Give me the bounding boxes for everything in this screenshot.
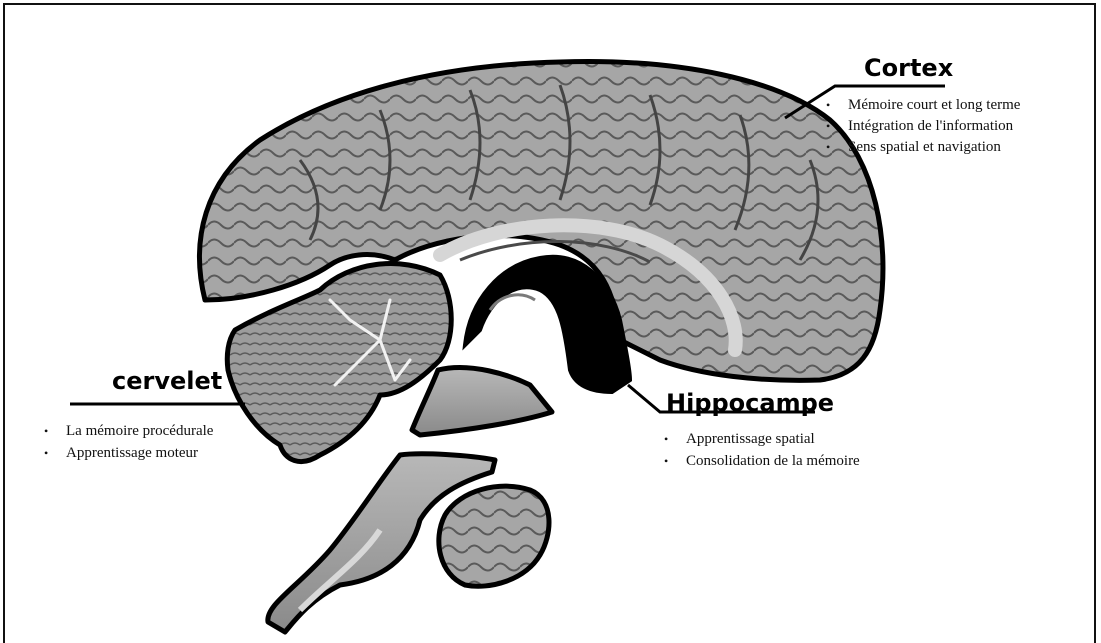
cervelet-function-list: • La mémoire procédurale • Apprentissage m… — [40, 420, 213, 464]
cortex-function-list: • Mémoire court et long terme • Intégratio… — [822, 95, 1020, 158]
bullet-icon: • — [664, 450, 668, 472]
list-item-text: Mémoire court et long terme — [848, 97, 1020, 113]
list-item: • Intégration de l'information — [822, 116, 1020, 137]
hippocampe-title: Hippocampe — [666, 389, 834, 417]
list-item-text: Consolidation de la mémoire — [686, 453, 860, 469]
list-item: • Apprentissage spatial — [660, 428, 860, 450]
bullet-icon: • — [664, 428, 668, 450]
list-item: • Apprentissage moteur — [40, 442, 213, 464]
bullet-icon: • — [826, 95, 830, 116]
list-item: • La mémoire procédurale — [40, 420, 213, 442]
bullet-icon: • — [826, 116, 830, 137]
bullet-icon: • — [826, 137, 830, 158]
list-item: • Sens spatial et navigation — [822, 137, 1020, 158]
list-item-text: Apprentissage moteur — [66, 445, 198, 461]
list-item-text: La mémoire procédurale — [66, 423, 213, 439]
list-item-text: Sens spatial et navigation — [848, 139, 1001, 155]
list-item-text: Apprentissage spatial — [686, 431, 815, 447]
bullet-icon: • — [44, 442, 48, 464]
list-item: • Consolidation de la mémoire — [660, 450, 860, 472]
cortex-title: Cortex — [864, 54, 953, 82]
list-item-text: Intégration de l'information — [848, 118, 1013, 134]
thalamus-region — [412, 368, 552, 435]
list-item: • Mémoire court et long terme — [822, 95, 1020, 116]
hippocampe-function-list: • Apprentissage spatial • Consolidation de… — [660, 428, 860, 472]
cervelet-title: cervelet — [112, 367, 222, 395]
bullet-icon: • — [44, 420, 48, 442]
pons-region — [439, 486, 549, 586]
